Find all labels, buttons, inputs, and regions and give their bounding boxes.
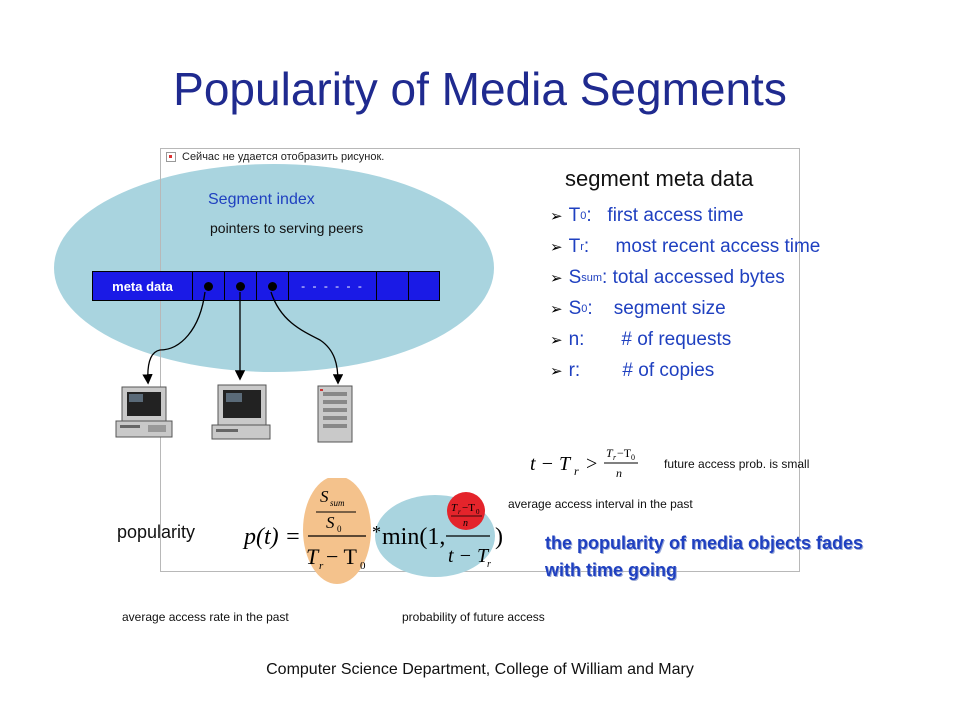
bullet-arrow-icon: ➢ [550,362,563,380]
interval-highlight [447,492,485,530]
meta-data-item: ➢ r: # of copies [550,355,820,386]
arrow-to-peer-1 [142,291,206,385]
svg-text:): ) [495,524,503,550]
meta-data-cell: meta data [93,272,193,300]
popularity-formula: p(t) = S sum S 0 T r − T 0 * min(1, T r … [242,478,503,584]
meta-data-description: : segment size [587,297,726,319]
footer: Computer Science Department, College of … [266,661,694,678]
broken-image-text: Сейчас не удается отобразить рисунок. [182,151,385,163]
slide-title: Popularity of Media Segments [173,63,787,115]
svg-text:0: 0 [476,508,480,516]
svg-text:r: r [574,464,579,478]
svg-text:T: T [606,446,614,460]
meta-data-subscript: sum [581,271,603,284]
meta-data-symbol: r [568,359,575,381]
svg-text:r: r [613,453,617,462]
svg-text:0: 0 [631,453,635,462]
segment-index-label: Segment index [208,191,315,208]
meta-data-symbol: S [568,297,582,319]
bullet-arrow-icon: ➢ [550,238,563,256]
condition-note: future access prob. is small [664,457,810,471]
meta-data-subscript: r [580,240,584,253]
svg-text:T: T [306,544,320,569]
svg-text:− T: − T [326,544,358,569]
svg-text:p(t) =: p(t) = [242,524,301,550]
svg-text:r: r [319,560,324,572]
svg-text:>: > [586,453,597,475]
svg-text:t − T: t − T [448,545,490,567]
bullet-arrow-icon: ➢ [550,331,563,349]
meta-data-item: ➢ n: # of requests [550,324,820,355]
dashes-text: - - - - - - [301,279,364,293]
meta-data-bar: meta data - - - - - - [92,271,440,301]
pointer-dot-icon [268,281,277,291]
condition-formula: t − T r > T r −T 0 n [530,446,638,480]
rate-note: average access rate in the past [122,610,289,624]
server-tower-icon [317,385,353,443]
pointer-dot-icon [204,281,213,291]
meta-data-description: : # of requests [579,328,732,350]
pointer-cell [257,272,289,300]
svg-text:S: S [320,487,329,506]
broken-image-frame [160,148,800,572]
probability-note: probability of future access [402,610,545,624]
meta-data-description: : # of copies [574,359,715,381]
meta-data-description: : most recent access time [583,235,821,257]
pointers-label: pointers to serving peers [210,220,364,236]
popularity-label: popularity [117,522,196,542]
pointer-dot-icon [236,281,245,291]
broken-image-placeholder: Сейчас не удается отобразить рисунок. [166,151,384,163]
pointer-cell [193,272,225,300]
bullet-arrow-icon: ➢ [550,269,563,287]
meta-data-subscript: 0 [580,209,587,222]
desktop-computer-icon [115,386,173,438]
arrow-to-peer-3 [270,291,344,385]
fade-note: the popularity of media objects fades wi… [545,533,864,580]
desktop-computer-icon [211,384,271,440]
bullet-arrow-icon: ➢ [550,207,563,225]
svg-text:0: 0 [360,560,366,572]
svg-text:n: n [616,466,622,480]
svg-text:T: T [451,502,458,514]
meta-data-symbol: n [568,328,580,350]
svg-text:t − T: t − T [530,453,572,475]
svg-text:n: n [463,518,468,529]
broken-image-icon [166,152,176,162]
svg-text:min(1,: min(1, [382,524,445,550]
svg-text:0: 0 [337,524,342,534]
meta-data-description: : total accessed bytes [602,266,785,288]
interval-note: average access interval in the past [508,497,693,511]
svg-text:*: * [372,522,381,542]
pointer-dashes-cell: - - - - - - [289,272,377,300]
pointer-cell [377,272,409,300]
meta-data-description: : first access time [586,204,744,226]
svg-text:−T: −T [617,446,632,460]
meta-data-symbol: T [568,235,581,257]
svg-text:sum: sum [330,498,345,508]
meta-data-subscript: 0 [581,302,588,315]
svg-text:r: r [487,559,491,570]
svg-text:S: S [326,513,335,532]
svg-text:−T: −T [462,502,475,514]
bullet-arrow-icon: ➢ [550,300,563,318]
meta-data-symbol: T [568,204,581,226]
pointer-cell [225,272,257,300]
meta-data-symbol: S [568,266,582,288]
rate-highlight [303,478,371,584]
segment-index-ellipse [54,164,494,372]
meta-data-title: segment meta data [565,166,754,191]
svg-text:r: r [458,508,461,516]
